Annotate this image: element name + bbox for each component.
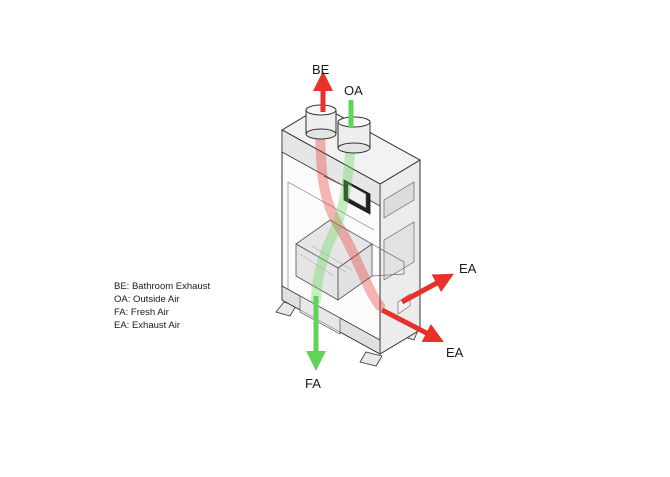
oa-label: OA	[344, 83, 363, 98]
oa-duct-collar	[337, 116, 371, 154]
ea-lower-arrow	[380, 307, 444, 343]
exhaust-air-path	[315, 107, 385, 311]
control-display	[323, 175, 371, 215]
legend-item-oa: OA: Outside Air	[114, 294, 180, 305]
bottom-compartment	[299, 295, 341, 335]
legend: BE: Bathroom Exhaust OA: Outside Air FA:…	[114, 280, 210, 332]
ea-lower-label: EA	[446, 345, 464, 360]
legend-item-be: BE: Bathroom Exhaust	[114, 281, 211, 292]
heat-exchanger-core	[295, 219, 405, 301]
ea-upper-arrow	[400, 273, 454, 305]
legend-item-ea: EA: Exhaust Air	[114, 320, 181, 331]
side-panel	[379, 159, 421, 355]
ea-upper-label: EA	[459, 261, 477, 276]
legend-item-fa: FA: Fresh Air	[114, 307, 169, 318]
fresh-air-path	[311, 123, 356, 305]
be-label: BE	[312, 62, 330, 77]
fa-label: FA	[305, 376, 321, 391]
